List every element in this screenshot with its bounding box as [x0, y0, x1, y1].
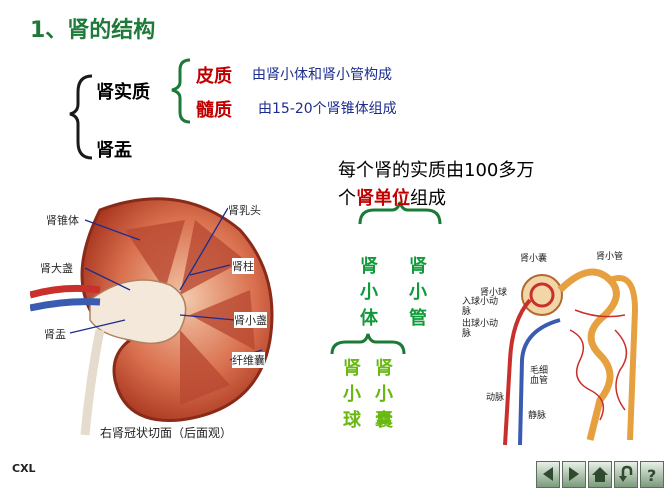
renal-tubule-vertical: 肾小管	[409, 256, 427, 329]
ureter	[80, 329, 105, 436]
arrow-right-icon	[569, 467, 579, 481]
return-button[interactable]	[614, 461, 638, 488]
label-fibrous-capsule: 纤维囊	[232, 352, 265, 368]
medulla-label: 髓质	[196, 100, 232, 121]
tubule-shape	[608, 275, 639, 441]
page-title: 1、肾的结构	[30, 18, 156, 43]
question-mark-icon: ?	[647, 466, 656, 485]
kidney-caption: 右肾冠状切面（后面观）	[100, 426, 233, 440]
label-papilla: 肾乳头	[228, 202, 261, 218]
arrow-left-icon	[543, 467, 553, 481]
glomerulus-shape	[521, 274, 563, 316]
renal-artery	[30, 284, 101, 299]
label-major-calyx: 肾大盏	[40, 260, 73, 276]
pyramid-shape	[190, 290, 255, 350]
nephron-label-tubule: 肾小管	[596, 252, 624, 262]
return-arrow-icon	[619, 465, 633, 482]
renal-vein	[30, 298, 101, 312]
help-button[interactable]: ?	[640, 461, 664, 488]
unit-text-line1: 每个肾的实质由100多万	[338, 160, 535, 181]
nephron-label-capillary: 毛细血管	[530, 366, 549, 386]
inner-brace	[171, 58, 191, 124]
nephron-label-capsule: 肾小囊	[520, 254, 548, 264]
next-button[interactable]	[562, 461, 586, 488]
medulla-desc: 由15-20个肾锥体组成	[258, 101, 397, 117]
bowman-capsule-vertical: 肾小囊	[375, 358, 393, 431]
nephron-label-efferent: 出球小动脉	[462, 319, 499, 339]
capillary-network	[569, 309, 628, 421]
nephron-diagram	[503, 268, 639, 445]
glomerulus-capillary	[529, 282, 555, 308]
kidney-cross-section	[30, 197, 274, 436]
corpuscle-brace	[330, 333, 406, 355]
cortex-label: 皮质	[196, 66, 232, 87]
pelvis-label: 肾盂	[96, 140, 132, 161]
parenchyma-label: 肾实质	[96, 82, 150, 103]
vein-shape	[518, 318, 561, 445]
pyramid-shape	[180, 220, 245, 295]
tubule-shape	[557, 268, 620, 441]
label-pelvis: 肾盂	[44, 326, 66, 342]
nephron-label-glomerulus: 肾小球	[480, 288, 508, 298]
home-button[interactable]	[588, 461, 612, 488]
artery-shape	[503, 298, 532, 445]
renal-corpuscle-vertical: 肾小体	[360, 256, 378, 329]
footer-label: CXL	[12, 462, 36, 475]
prev-button[interactable]	[536, 461, 560, 488]
unit-text-red: 肾单位	[356, 188, 410, 209]
label-column: 肾柱	[232, 258, 254, 274]
home-icon	[592, 467, 608, 482]
unit-brace	[358, 201, 442, 225]
unit-text-line2: 个肾单位组成	[338, 184, 446, 210]
svg-text:?: ?	[647, 466, 656, 485]
unit-text-pre: 个	[338, 188, 356, 209]
pyramid-shape	[125, 220, 185, 290]
pyramid-shape	[180, 330, 230, 405]
glomerulus-vertical: 肾小球	[343, 358, 361, 431]
cortex-desc: 由肾小体和肾小管构成	[252, 67, 392, 83]
unit-text-post: 组成	[410, 188, 446, 209]
renal-pelvis-shape	[89, 279, 187, 345]
label-pyramid: 肾锥体	[46, 212, 79, 228]
outer-brace	[69, 74, 93, 160]
nephron-label-afferent: 入球小动脉	[462, 297, 499, 317]
nephron-label-artery: 动脉	[486, 393, 505, 403]
nephron-label-vein: 静脉	[528, 411, 547, 421]
label-minor-calyx: 肾小盏	[234, 312, 267, 328]
